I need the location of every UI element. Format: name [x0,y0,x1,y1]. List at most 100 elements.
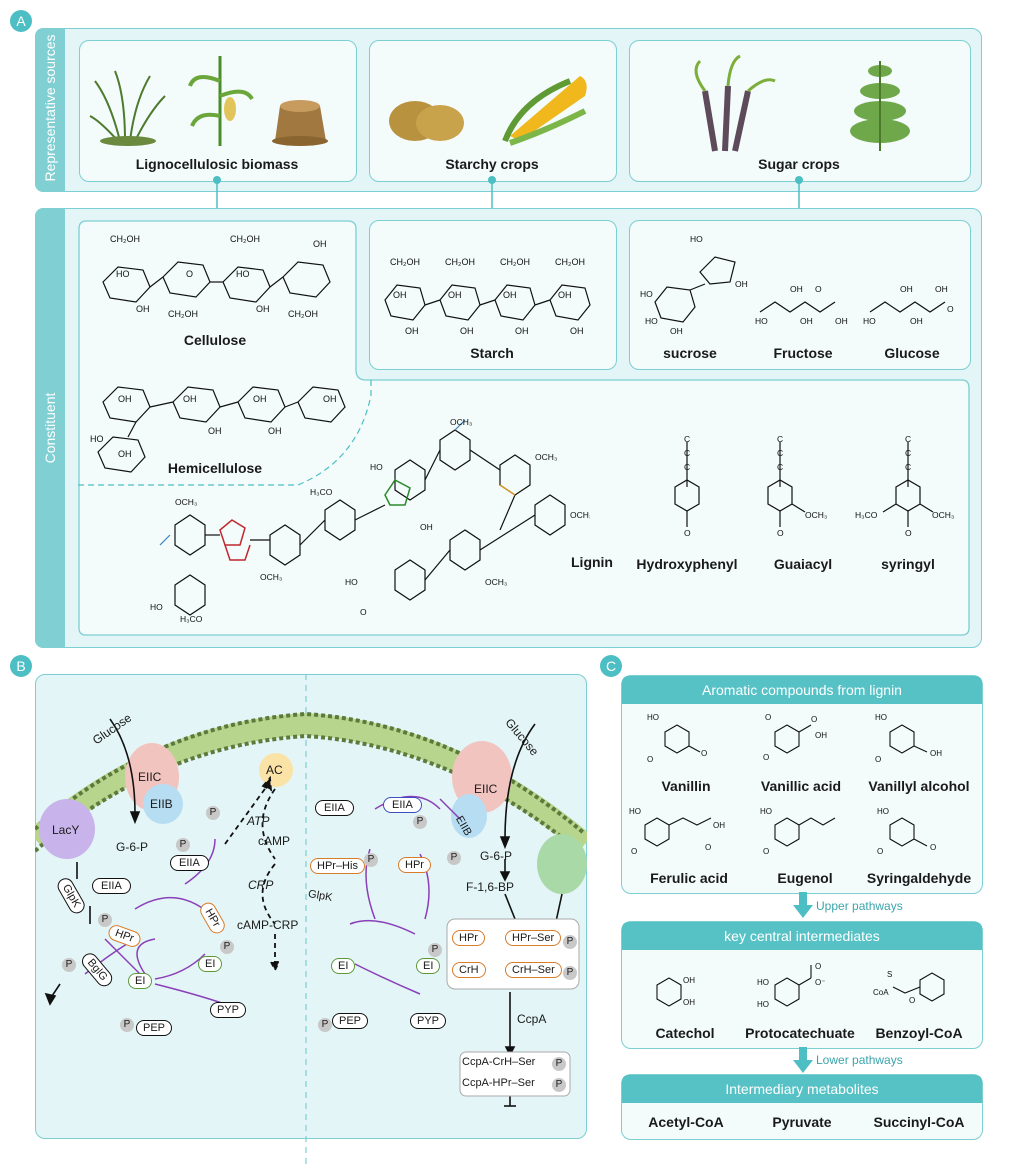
svg-text:OCH₃: OCH₃ [260,572,282,582]
p-badge: P [220,940,234,954]
lower-pathway-arrow [793,1047,813,1073]
svg-text:O: O [360,607,367,617]
svg-text:OCH₃: OCH₃ [932,510,954,520]
svg-text:OH: OH [515,326,529,336]
ccpa-complex-box [459,1051,571,1097]
eiia-right-a: EIIA [315,800,354,816]
intermediate-item: Catechol [655,1025,715,1041]
svg-text:OH: OH [800,316,813,326]
svg-text:OH: OH [393,290,407,300]
svg-text:O: O [631,847,637,856]
lacy [39,799,95,859]
intermediate-item: Benzoyl-CoA [875,1025,963,1041]
syringyl-label: syringyl [881,556,935,572]
svg-text:HO: HO [690,234,703,244]
p-badge: P [318,1018,332,1032]
svg-text:O: O [811,715,817,724]
svg-text:OH: OH [460,326,474,336]
svg-text:HO: HO [647,713,659,722]
source-card-lignocellulosic [79,40,357,182]
svg-text:OH: OH [570,326,584,336]
svg-text:OH: OH [256,304,270,314]
svg-text:HO: HO [116,269,130,279]
svg-text:S: S [887,970,892,979]
svg-text:CH₂OH: CH₂OH [555,257,585,267]
svg-text:OH: OH [323,394,337,404]
svg-text:C: C [777,448,783,458]
starchy-illustration [389,76,587,146]
eiia-right-b: EIIA [383,797,422,813]
svg-text:O: O [877,847,883,856]
svg-text:OCH₃: OCH₃ [535,452,557,462]
p-badge: P [62,958,76,972]
svg-text:OH: OH [118,394,132,404]
metabolite-item: Acetyl-CoA [648,1114,724,1130]
right-green-protein [537,834,587,894]
svg-text:OH: OH [118,449,132,459]
eiia-left-top: EIIA [170,855,209,871]
lignin-label: Lignin [571,554,613,570]
ac-label: AC [266,763,283,777]
svg-text:OH: OH [268,426,282,436]
svg-text:HO: HO [875,713,887,722]
panel-b-letter: B [10,655,32,677]
source-connectors [213,176,803,224]
p-badge: P [447,851,461,865]
svg-text:O: O [701,749,707,758]
svg-text:OH: OH [313,239,327,249]
ac-circle [259,753,293,787]
aromatic-item: Syringaldehyde [866,870,972,886]
svg-text:HO: HO [150,602,163,612]
pyp-left: PYP [210,1002,247,1018]
svg-text:O: O [186,269,193,279]
svg-text:HO: HO [345,577,358,587]
constituent-side-label: Constituent [42,392,58,464]
svg-text:C: C [905,434,911,444]
svg-text:OH: OH [183,394,197,404]
svg-text:O: O [705,843,711,852]
svg-text:O: O [909,996,915,1005]
p-badge: P [206,806,220,820]
svg-text:CH₂OH: CH₂OH [390,257,420,267]
svg-text:H₃CO: H₃CO [180,614,203,624]
pyp-right: PYP [410,1013,447,1029]
metabolite-item: Succinyl-CoA [873,1114,965,1130]
svg-text:HO: HO [629,807,641,816]
svg-text:OH: OH [900,284,913,294]
cellulose-label: Cellulose [183,332,247,348]
aromatic-item: Vanillyl alcohol [868,778,970,794]
aromatic-item: Vanillin [661,778,711,794]
svg-text:CH₂OH: CH₂OH [110,234,140,244]
p-badge: P [120,1018,134,1032]
svg-text:O: O [684,528,691,538]
svg-text:O: O [930,843,936,852]
p-badge: P [176,838,190,852]
ei-right-b: EI [416,958,441,974]
svg-text:OH: OH [208,426,222,436]
svg-text:O: O [763,753,769,762]
box-crhser: CrH–Ser [505,962,562,978]
svg-text:O: O [765,713,771,722]
svg-text:OH: OH [670,326,683,336]
svg-text:H₃CO: H₃CO [310,487,333,497]
starch-card [369,220,617,370]
sources-sidebar [35,28,65,192]
sucrose-label: sucrose [663,345,717,361]
hprhis-label: HPr–His [310,858,365,874]
ccpa-hpr-label: CcpA-HPr–Ser [462,1077,535,1089]
guaiacyl-label: Guaiacyl [773,556,833,572]
source-label-starchy: Starchy crops [445,156,539,172]
svg-text:OH: OH [405,326,419,336]
hydroxyphenyl-label: Hydroxyphenyl [636,556,738,572]
p-badge: P [552,1078,566,1092]
svg-text:HO: HO [863,316,876,326]
aromatic-item: Ferulic acid [650,870,728,886]
sugars-card [629,220,971,370]
svg-text:O⁻: O⁻ [815,978,825,987]
campcrp-label: cAMP-CRP [237,918,299,932]
